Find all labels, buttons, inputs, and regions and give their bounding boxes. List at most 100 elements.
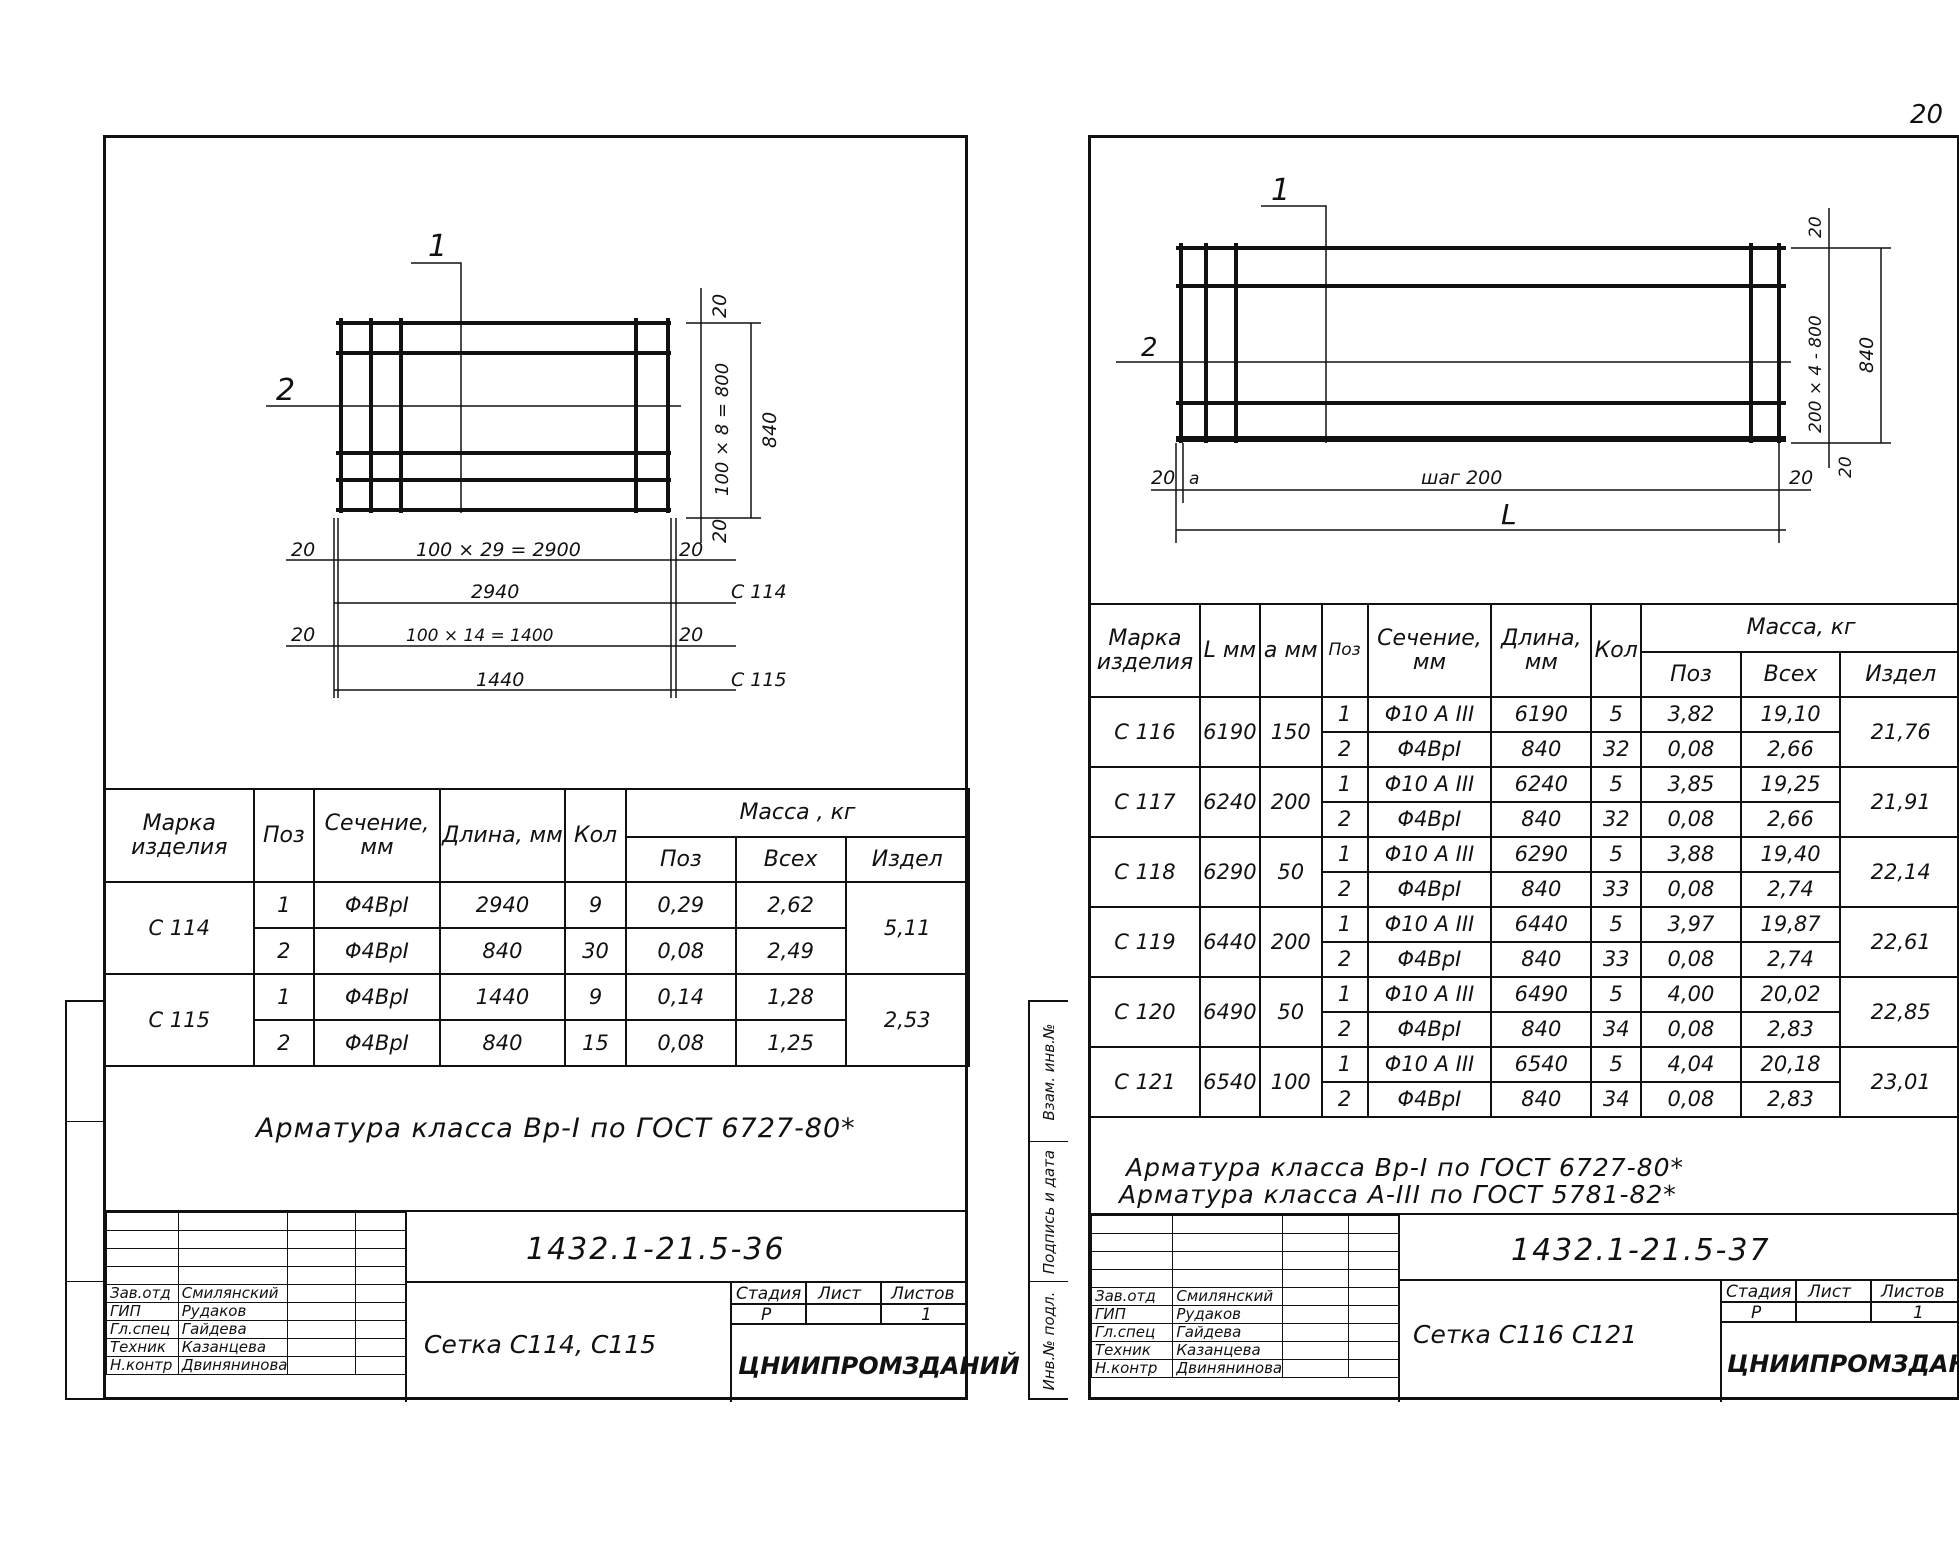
mark-cell: С 115 (104, 973, 255, 1067)
mark-cell: С 121 (1089, 1046, 1201, 1118)
dim-top-span: 100 × 29 = 2900 (416, 539, 581, 561)
length-cell: 6290 (1490, 836, 1593, 873)
rh-section: Сечение, мм (1366, 603, 1493, 698)
left-stamp-lines (405, 1212, 968, 1402)
a-cell: 200 (1258, 906, 1323, 978)
left-callout-2: 2 (276, 373, 295, 408)
pos-cell: 1 (252, 881, 316, 929)
length-cell: 6240 (1490, 766, 1593, 803)
length-cell: 1440 (438, 973, 567, 1021)
r-dim-b-a: a (1189, 469, 1199, 489)
rh-length: Длина, мм (1490, 603, 1593, 698)
qty-cell: 32 (1590, 731, 1643, 768)
pos-cell: 1 (1320, 906, 1369, 943)
pos-cell: 2 (1320, 801, 1369, 838)
qty-cell: 5 (1590, 1046, 1643, 1083)
left-drawing-sheet: 1 2 20 100 × 29 = 2900 20 2940 С 114 20 … (103, 135, 1020, 1402)
tag-c114: С 114 (731, 581, 787, 603)
section-cell: Φ4ВрI (1366, 941, 1493, 978)
rh-pos: Поз (1320, 603, 1369, 698)
dim-mid-left: 20 (291, 624, 315, 646)
mass-item-cell: 22,14 (1839, 836, 1959, 908)
dim-mid-span: 100 × 14 = 1400 (406, 626, 553, 646)
h-qty: Кол (564, 788, 627, 883)
length-L-cell: 6290 (1198, 836, 1261, 908)
mass-all-cell: 2,83 (1739, 1081, 1842, 1118)
mass-pos-cell: 3,97 (1640, 906, 1742, 943)
pos-cell: 2 (1320, 941, 1369, 978)
left-sheets-value: 1 (921, 1305, 932, 1325)
mass-all-cell: 2,74 (1739, 941, 1842, 978)
length-cell: 840 (1490, 731, 1593, 768)
mass-pos-cell: 3,82 (1640, 696, 1742, 733)
section-cell: Φ10 А III (1366, 976, 1493, 1013)
mass-all-cell: 19,40 (1739, 836, 1842, 873)
dim-vert-total: 840 (759, 412, 781, 448)
dim-mid-right: 20 (679, 624, 703, 646)
tag-c115: С 115 (731, 669, 787, 691)
r-dim-b-L: L (1501, 498, 1517, 531)
dim-total-c114: 2940 (471, 581, 519, 603)
section-cell: Φ4ВрI (313, 973, 441, 1021)
left-sheets-header: Листов (891, 1284, 955, 1304)
length-cell: 6540 (1490, 1046, 1593, 1083)
left-mesh-drawing: 1 2 20 100 × 29 = 2900 20 2940 С 114 20 … (266, 229, 787, 698)
mass-pos-cell: 0,08 (1640, 731, 1742, 768)
pos-cell: 1 (1320, 836, 1369, 873)
mark-cell: С 119 (1089, 906, 1201, 978)
section-cell: Φ4ВрI (1366, 1081, 1493, 1118)
rh-a: a мм (1258, 603, 1323, 698)
section-cell: Φ10 А III (1366, 906, 1493, 943)
qty-cell: 5 (1590, 906, 1643, 943)
right-rebar-note-2: Арматура класса А-III по ГОСТ 5781-82* (1119, 1180, 1677, 1209)
h-length: Длина, мм (438, 788, 567, 883)
mass-pos-cell: 4,00 (1640, 976, 1742, 1013)
mass-pos-cell: 0,08 (1640, 941, 1742, 978)
left-organization: ЦНИИПРОМЗДАНИЙ (738, 1352, 1020, 1380)
section-cell: Φ10 А III (1366, 836, 1493, 873)
pos-cell: 1 (1320, 766, 1369, 803)
left-side-strip (65, 1000, 105, 1400)
mass-all-cell: 2,83 (1739, 1011, 1842, 1048)
h-pos: Поз (252, 788, 316, 883)
section-cell: Φ4ВрI (1366, 871, 1493, 908)
pos-cell: 2 (252, 1019, 316, 1067)
length-cell: 2940 (438, 881, 567, 929)
rh-mass: Масса, кг (1640, 603, 1959, 653)
right-sheets-header: Листов (1881, 1282, 1945, 1302)
right-drawing-title: Сетка С116 С121 (1413, 1320, 1638, 1349)
mark-cell: С 120 (1089, 976, 1201, 1048)
mass-pos-cell: 0,08 (624, 1019, 737, 1067)
dim-vert-span: 100 × 8 = 800 (712, 363, 733, 496)
qty-cell: 34 (1590, 1081, 1643, 1118)
right-callout-1: 1 (1271, 173, 1290, 208)
qty-cell: 30 (564, 927, 627, 975)
dim-vert-bottom: 20 (709, 519, 731, 543)
mass-all-cell: 20,18 (1739, 1046, 1842, 1083)
right-stage-value: Р (1751, 1303, 1762, 1323)
mass-item-cell: 21,76 (1839, 696, 1959, 768)
dim-top-left: 20 (291, 539, 315, 561)
left-stage-value: Р (761, 1305, 772, 1325)
table-row: С 115 1 Φ4ВрI 1440 9 0,14 1,28 2,53 (104, 973, 971, 1067)
pos-cell: 2 (1320, 731, 1369, 768)
right-stage-header: Стадия (1726, 1282, 1792, 1302)
mass-all-cell: 2,62 (734, 881, 847, 929)
mass-item-cell: 23,01 (1839, 1046, 1959, 1118)
h-mark: Марка изделия (104, 788, 255, 883)
mass-all-cell: 19,87 (1739, 906, 1842, 943)
sign-date-label: Подпись и дата (1040, 1149, 1058, 1274)
